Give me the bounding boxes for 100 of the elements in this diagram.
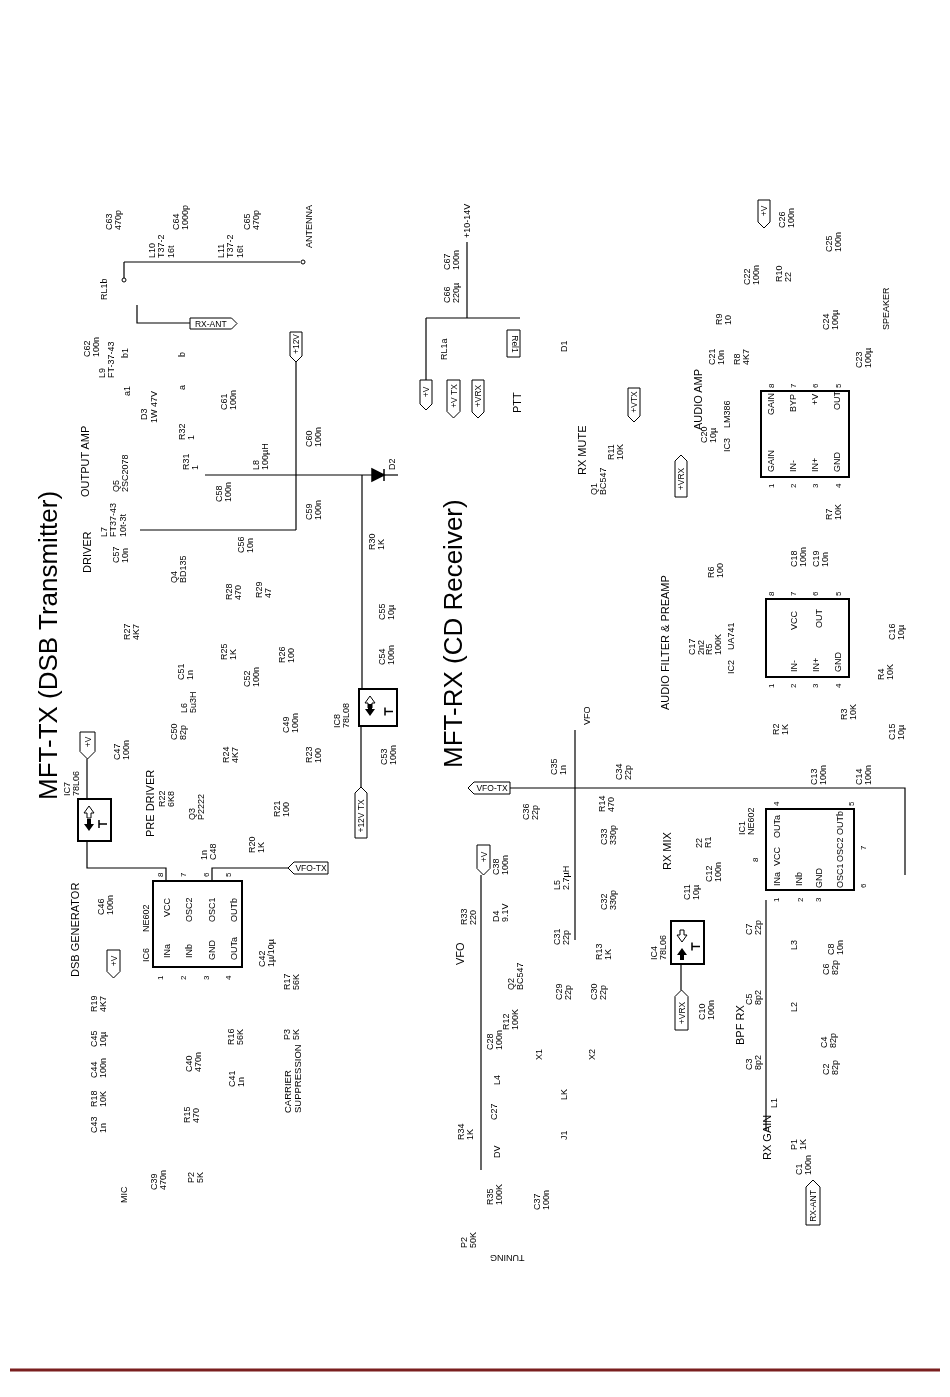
component-label: D1 bbox=[560, 340, 570, 352]
component-label: R29 47 bbox=[255, 581, 274, 598]
pin-number: 2 bbox=[180, 975, 189, 980]
component-label: ANTENNA bbox=[305, 205, 315, 248]
wire bbox=[86, 841, 167, 881]
component-label: R19 4K7 bbox=[90, 995, 109, 1012]
pin-name: OUTb bbox=[836, 811, 846, 835]
component-label: R30 1K bbox=[368, 533, 387, 550]
pin-number: 2 bbox=[790, 683, 799, 688]
pin-name: VCC bbox=[790, 611, 800, 630]
component-label: RL1b bbox=[100, 278, 110, 300]
pin-name: OUTa bbox=[773, 815, 783, 838]
component-label: R2 1K bbox=[772, 723, 791, 735]
pin-number: 5 bbox=[835, 383, 844, 388]
component-label: R21 100 bbox=[273, 800, 292, 817]
section-heading: AUDIO FILTER & PREAMP bbox=[660, 575, 672, 710]
net-flag bbox=[288, 862, 328, 874]
section-heading: CARRIER SUPPRESSION bbox=[283, 1044, 303, 1113]
section-heading: RX MUTE bbox=[577, 425, 589, 475]
pin-name: OUTb bbox=[230, 898, 240, 922]
net-label: +V bbox=[83, 736, 92, 748]
component-label: 1W 47V bbox=[150, 391, 160, 423]
component-label: C41 1n bbox=[228, 1070, 247, 1087]
component-label: Q1 BC547 bbox=[590, 467, 609, 495]
net-flag bbox=[468, 782, 510, 794]
pin-name: OSC2 bbox=[185, 897, 195, 922]
pin-name: GND bbox=[834, 652, 844, 672]
component-label: C12 100n bbox=[705, 861, 724, 882]
component-label: R12 100K bbox=[502, 1008, 521, 1030]
net-label: RX-ANT bbox=[194, 319, 227, 328]
component-label: MIC bbox=[120, 1186, 130, 1203]
component-label: C27 bbox=[490, 1103, 500, 1120]
component-label: C1 100n bbox=[795, 1154, 814, 1175]
pin-number: 7 bbox=[790, 591, 799, 596]
component-label: R34 1K bbox=[457, 1123, 476, 1140]
component-label: R35 100K bbox=[486, 1183, 505, 1205]
pin-name: INa bbox=[773, 872, 783, 886]
component-label: DV bbox=[493, 1145, 503, 1158]
pin-number: 7 bbox=[860, 845, 869, 850]
component-label: C2 82p bbox=[822, 1059, 841, 1075]
component-label: C10 100n bbox=[698, 999, 717, 1020]
component-label: L6 5u3H bbox=[180, 691, 199, 713]
component-label: C30 22p bbox=[590, 983, 609, 1000]
component-label: D3 bbox=[140, 408, 150, 420]
net-flag bbox=[107, 950, 120, 978]
net-label: +VTX bbox=[629, 391, 639, 413]
component-label: L5 2.7µH bbox=[553, 865, 572, 890]
component-label: C42 1µ/10µ bbox=[258, 939, 277, 967]
pin-name: BYP bbox=[789, 394, 799, 412]
ic-designator: IC4 78L06 bbox=[650, 934, 669, 960]
section-heading: RX GAIN bbox=[762, 1114, 774, 1160]
pin-number: 7 bbox=[180, 872, 189, 877]
net-label: +V bbox=[479, 851, 488, 863]
component-label: R4 10K bbox=[877, 664, 896, 680]
pin-name: IN- bbox=[790, 660, 800, 672]
net-flag bbox=[806, 1180, 820, 1225]
pin-number: 4 bbox=[835, 483, 844, 488]
component-label: C32 330p bbox=[600, 889, 619, 910]
component-label: R28 470 bbox=[225, 583, 244, 600]
ic-box bbox=[760, 390, 850, 478]
relay-coil bbox=[507, 330, 520, 357]
component-label: P3 5K bbox=[283, 1029, 302, 1040]
net-label: +V bbox=[759, 205, 769, 217]
pin-number: 5 bbox=[225, 872, 234, 877]
component-label: L4 bbox=[493, 1075, 503, 1085]
pin-name: IN- bbox=[789, 460, 799, 472]
component-label: C56 10n bbox=[237, 536, 256, 553]
section-heading: PTT bbox=[512, 392, 524, 413]
component-label: C55 10µ bbox=[378, 603, 397, 620]
net-label: RX-ANT bbox=[808, 1190, 818, 1222]
component-label: C60 100n bbox=[305, 426, 324, 447]
pin-number: 3 bbox=[812, 683, 821, 688]
ic-designator: IC6 bbox=[142, 948, 152, 962]
component-label: R10 22 bbox=[775, 265, 794, 282]
pin-number: 8 bbox=[768, 591, 777, 596]
component-label: C45 10µ bbox=[90, 1030, 109, 1047]
net-flag bbox=[290, 332, 302, 362]
component-label: C25 100n bbox=[825, 231, 844, 252]
pin-name: GAIN bbox=[767, 450, 777, 472]
ic-designator: IC1 NE602 bbox=[738, 807, 757, 835]
pin-name: GND bbox=[815, 868, 825, 888]
ic-box bbox=[765, 808, 855, 891]
component-label: C59 100n bbox=[305, 499, 324, 520]
pin-number: 2 bbox=[790, 483, 799, 488]
ic-box bbox=[152, 880, 243, 968]
component-label: R31 1 bbox=[182, 453, 201, 470]
pin-name: INb bbox=[185, 944, 195, 958]
pin-number: 4 bbox=[225, 975, 234, 980]
component-label: R18 10K bbox=[90, 1090, 109, 1107]
component-label: C64 1000p bbox=[172, 204, 191, 230]
component-label: C16 10µ bbox=[888, 623, 907, 640]
pin-name: OSC2 bbox=[836, 837, 846, 862]
component-label: C28 100n bbox=[486, 1029, 505, 1050]
pin-name: OUT bbox=[815, 609, 825, 628]
component-label: R9 10 bbox=[715, 313, 734, 325]
net-flag bbox=[628, 388, 640, 422]
component-label: C4 82p bbox=[820, 1032, 839, 1048]
pin-number: 3 bbox=[203, 975, 212, 980]
schematic-title: MFT-RX (CD Receiver) bbox=[440, 499, 468, 768]
component-label: C37 100n bbox=[533, 1189, 552, 1210]
